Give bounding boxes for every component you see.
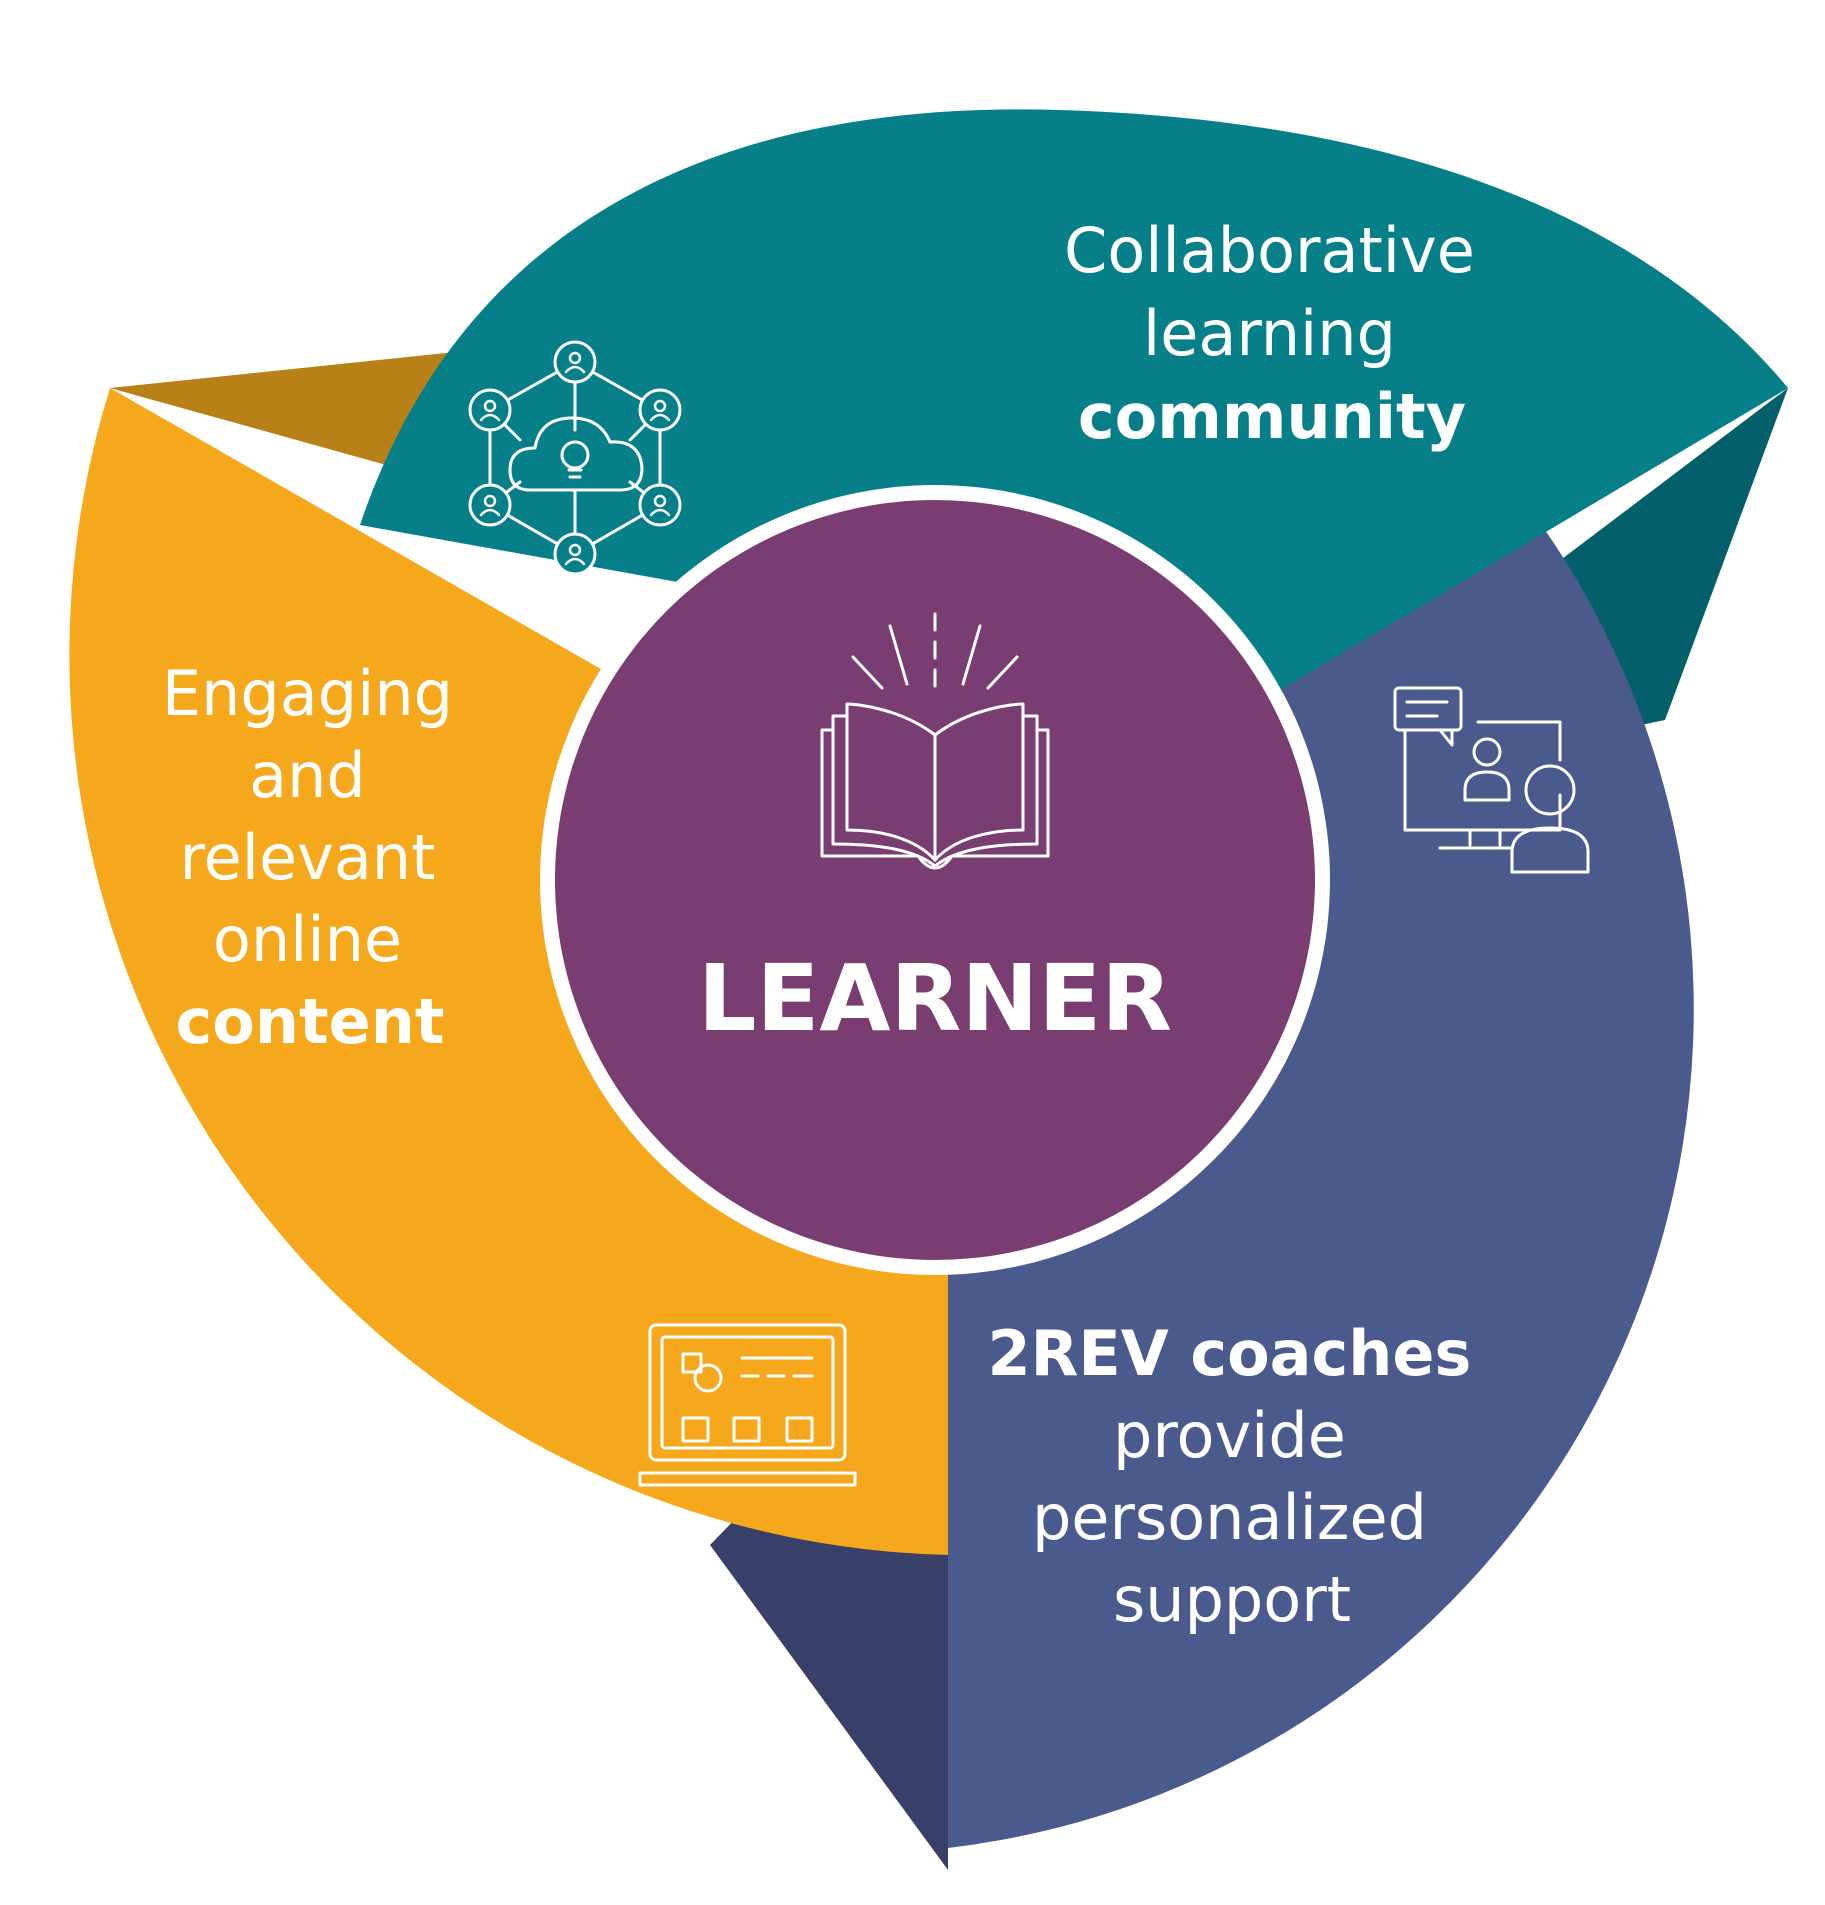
community-label-line: community <box>1078 380 1466 453</box>
laptop-content-icon <box>638 1323 857 1487</box>
content-segment <box>69 388 949 1555</box>
content-label: Engaging and relevant online content <box>162 657 458 1058</box>
community-segment <box>360 109 1788 690</box>
coaches-label-line: provide <box>1113 1399 1346 1472</box>
open-book-icon <box>820 612 1050 870</box>
center-label: LEARNER <box>698 945 1172 1052</box>
content-label-line: relevant <box>179 821 435 894</box>
content-label-line: and <box>249 739 366 812</box>
video-coaching-icon <box>1393 686 1590 874</box>
center-circle <box>555 500 1315 1260</box>
coaches-label-line: 2REV coaches <box>988 1317 1472 1390</box>
community-label: Collaborative learning community <box>1064 214 1480 453</box>
community-label-line: learning <box>1143 297 1396 370</box>
coaches-label-line: personalized <box>1032 1481 1427 1554</box>
community-label-line: Collaborative <box>1064 214 1475 287</box>
coaches-label: 2REV coaches provide personalized suppor… <box>988 1317 1477 1636</box>
content-label-line: online <box>213 903 402 976</box>
content-label-line: Engaging <box>162 657 453 730</box>
content-label-line: content <box>176 985 445 1058</box>
coaches-label-line: support <box>1113 1563 1351 1636</box>
network-cloud-lightbulb-icon <box>468 340 682 576</box>
